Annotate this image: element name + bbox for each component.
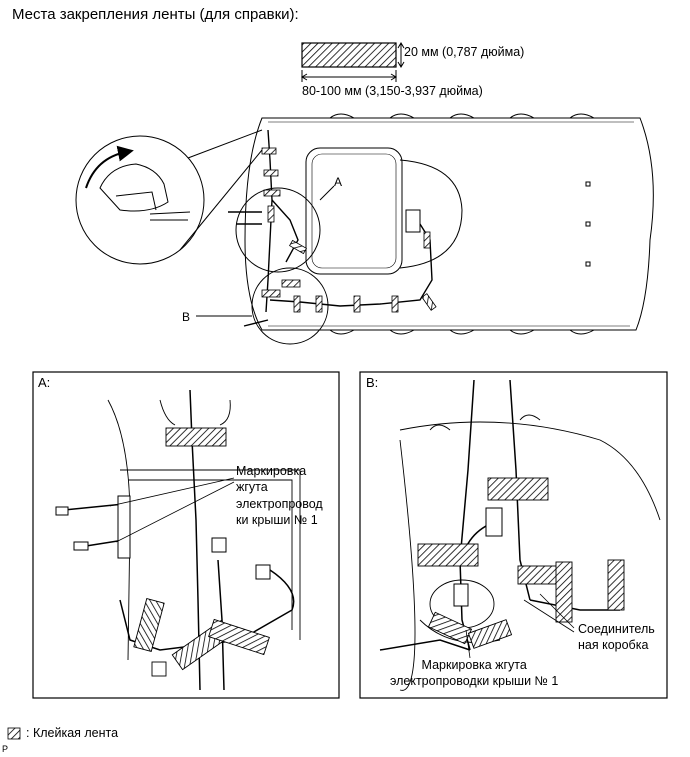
page-title: Места закрепления ленты (для справки): xyxy=(12,6,299,23)
panel-b-title: B: xyxy=(366,375,379,390)
panel-a-harness-note: Маркировка жгута электропровод ки крыши … xyxy=(236,464,323,527)
clip-detail-inset xyxy=(75,129,263,265)
roof-headliner-overview xyxy=(244,113,654,335)
panel-b-frame xyxy=(359,371,668,699)
legend-hatch-icon xyxy=(7,727,21,740)
corner-mark: P xyxy=(2,744,9,754)
overview-tape-marks xyxy=(261,147,437,313)
callout-a-label: A xyxy=(334,175,343,189)
panel-a-title: A: xyxy=(38,375,51,390)
callout-b-label: B xyxy=(182,310,191,324)
tape-length-label: 80-100 мм (3,150-3,937 дюйма) xyxy=(302,84,483,98)
panel-b-connector-label: Соединитель ная коробка xyxy=(578,622,655,653)
tape-dimension-sample xyxy=(301,42,405,82)
panel-a-frame xyxy=(32,371,340,699)
detail-circles xyxy=(196,185,335,345)
tape-width-label: 20 мм (0,787 дюйма) xyxy=(404,45,525,59)
legend-text: : Клейкая лента xyxy=(26,726,119,740)
panel-b-harness-note: Маркировка жгута электропроводки крыши №… xyxy=(390,658,559,689)
